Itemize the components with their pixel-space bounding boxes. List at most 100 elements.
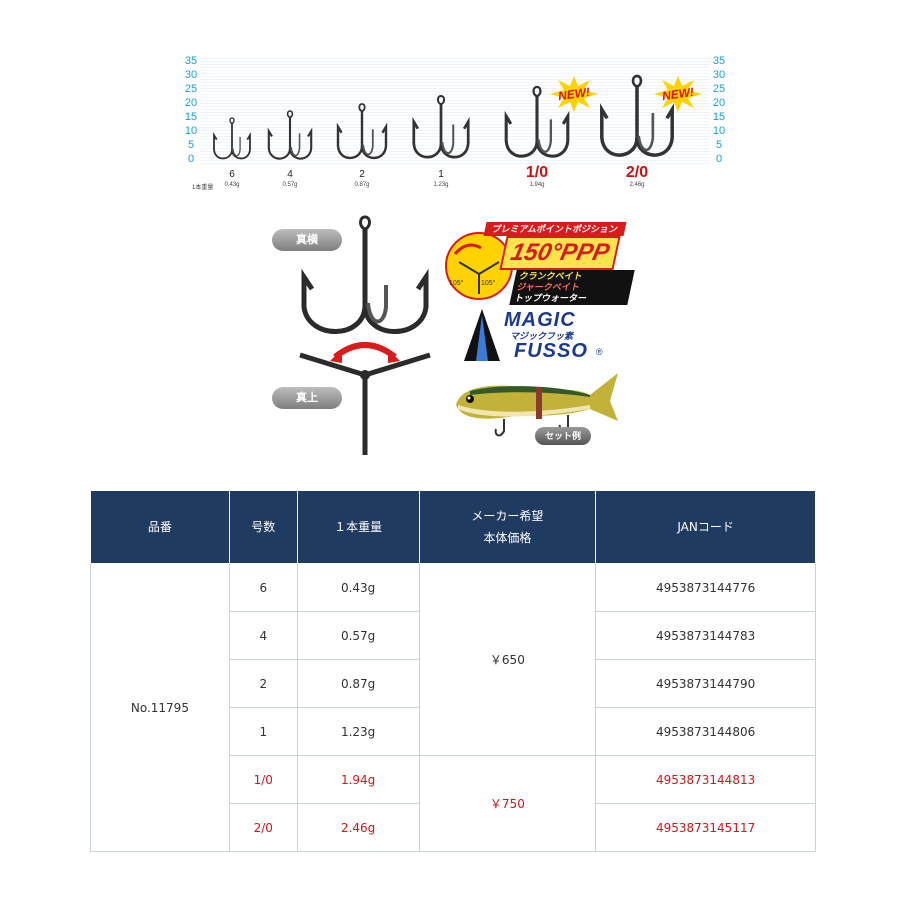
scale-tick: 35	[184, 55, 198, 67]
table-header-row: 品番 号数 １本重量 メーカー希望 本体価格 JANコード	[90, 490, 816, 564]
scale-tick: 30	[184, 69, 198, 81]
magic-text: MAGIC	[504, 309, 576, 331]
hook-size-label: 2/0	[625, 164, 649, 181]
magic-fusso-logo: MAGIC マジックフッ素 FUSSO ®	[460, 307, 603, 363]
scale-tick: 25	[712, 83, 726, 95]
header-product-code: 品番	[90, 490, 230, 564]
ppp-title: プレミアムポイントポジション	[483, 222, 627, 236]
ppp-lure-list: クランクベイト ジャークベイト トップウォーター	[509, 270, 635, 305]
jan-cell: 4953873144776	[595, 563, 816, 612]
hook-icon-1	[412, 94, 470, 159]
size-cell: 2	[228, 659, 298, 708]
jan-cell: 4953873145117	[595, 803, 816, 852]
hook-weight-label: 2.46g	[629, 182, 645, 188]
product-illustration: 真横 真上 1	[270, 215, 635, 465]
magic-subtext: マジックフッ素	[510, 331, 574, 341]
product-code-cell: No.11795	[90, 563, 230, 852]
scale-tick: 35	[712, 55, 726, 67]
scale-tick: 0	[187, 153, 195, 165]
angle-right-label: 105°	[481, 280, 496, 287]
header-price-line2: 本体価格	[483, 531, 532, 545]
size-cell: 1/0	[228, 755, 298, 804]
ppp-line: トップウォーター	[513, 293, 588, 303]
table-row: 1/0 1.94g ￥750 4953873144813	[91, 755, 816, 852]
fusso-text: FUSSO	[514, 340, 588, 362]
ppp-line: ジャークベイト	[516, 282, 581, 292]
scale-right: 35 30 25 20 15 10 5 0	[710, 56, 728, 168]
arc-arrow-icon	[333, 342, 397, 360]
price-cell: ￥750	[418, 755, 597, 852]
hook-icon-2	[336, 102, 388, 160]
hook-weight-label: 0.43g	[224, 182, 240, 188]
new-badge: NEW!	[550, 76, 598, 112]
angle-left-label: 105°	[449, 280, 464, 287]
hook-weight-label: 0.57g	[282, 182, 298, 188]
side-view-label: 真横	[272, 229, 342, 251]
spec-table: 品番 号数 １本重量 メーカー希望 本体価格 JANコード No.11795 6…	[90, 490, 816, 852]
table-row: No.11795 6 0.43g ￥650 4953873144776	[90, 563, 816, 852]
scale-tick: 10	[184, 125, 198, 137]
scale-tick: 20	[712, 97, 726, 109]
weight-cell: 0.87g	[296, 659, 420, 708]
weight-cell: 0.43g	[296, 563, 420, 612]
jan-cell: 4953873144790	[595, 659, 816, 708]
scale-tick: 0	[715, 153, 723, 165]
hook-size-label: 4	[287, 169, 293, 180]
hook-drawings	[213, 74, 674, 160]
scale-tick: 5	[187, 139, 195, 151]
scale-tick: 20	[184, 97, 198, 109]
weight-cell: 2.46g	[296, 803, 420, 852]
size-cell: 4	[228, 611, 298, 660]
hook-size-label: 2	[359, 169, 365, 180]
fusso-emblem-icon	[464, 309, 500, 361]
hook-weight-label: 1.23g	[433, 182, 449, 188]
ppp-badge: 105° 105° プレミアムポイントポジション 150°PPP クランクベイト…	[445, 220, 635, 305]
scale-left: 35 30 25 20 15 10 5 0	[182, 56, 200, 168]
scale-tick: 15	[184, 111, 198, 123]
registered-mark: ®	[596, 347, 603, 357]
price-cell: ￥650	[418, 563, 597, 756]
treble-hook-top-icon	[299, 352, 431, 455]
hook-size-label: 1	[438, 169, 444, 180]
jan-cell: 4953873144783	[595, 611, 816, 660]
hook-size-chart: 35 30 25 20 15 10 5 0 35 30 25 20 15 10 …	[182, 56, 728, 194]
table-row: 2 0.87g 4953873144790	[91, 659, 816, 708]
hook-icon-6	[213, 117, 251, 160]
table-row: 2/0 2.46g 4953873145117	[91, 803, 816, 852]
size-cell: 2/0	[228, 803, 298, 852]
top-view-label: 真上	[272, 387, 342, 409]
scale-tick: 15	[712, 111, 726, 123]
header-price: メーカー希望 本体価格	[418, 490, 597, 564]
jan-cell: 4953873144813	[595, 755, 816, 804]
weight-cell: 1.94g	[296, 755, 420, 804]
hook-views-drawing	[299, 215, 431, 455]
hook-size-label: 1/0	[525, 164, 549, 181]
set-example-label: セット例	[535, 427, 591, 445]
ruler-background	[200, 58, 710, 166]
hook-weight-label: 0.87g	[354, 182, 370, 188]
scale-tick: 10	[712, 125, 726, 137]
header-price-line1: メーカー希望	[471, 509, 544, 523]
starburst-icon	[550, 76, 598, 112]
starburst-icon	[654, 76, 702, 112]
treble-hook-side-icon	[301, 215, 429, 334]
size-cell: 1	[228, 707, 298, 756]
size-cell: 6	[228, 563, 298, 612]
scale-tick: 25	[184, 83, 198, 95]
weight-cell: 1.23g	[296, 707, 420, 756]
hook-weight-label: 1.94g	[529, 182, 545, 188]
weight-unit-label: 1本重量	[192, 185, 214, 191]
hook-icon-4	[267, 109, 313, 160]
table-row: 1 1.23g 4953873144806	[91, 707, 816, 756]
scale-tick: 5	[715, 139, 723, 151]
hook-size-label: 6	[229, 169, 235, 180]
header-weight: １本重量	[296, 490, 420, 564]
scale-tick: 30	[712, 69, 726, 81]
ppp-headline: 150°PPP	[499, 236, 621, 270]
new-badge: NEW!	[654, 76, 702, 112]
ppp-line: クランクベイト	[518, 271, 584, 281]
header-size: 号数	[228, 490, 298, 564]
jan-cell: 4953873144806	[595, 707, 816, 756]
lure-example-image	[456, 373, 618, 437]
header-jan: JANコード	[595, 490, 816, 564]
